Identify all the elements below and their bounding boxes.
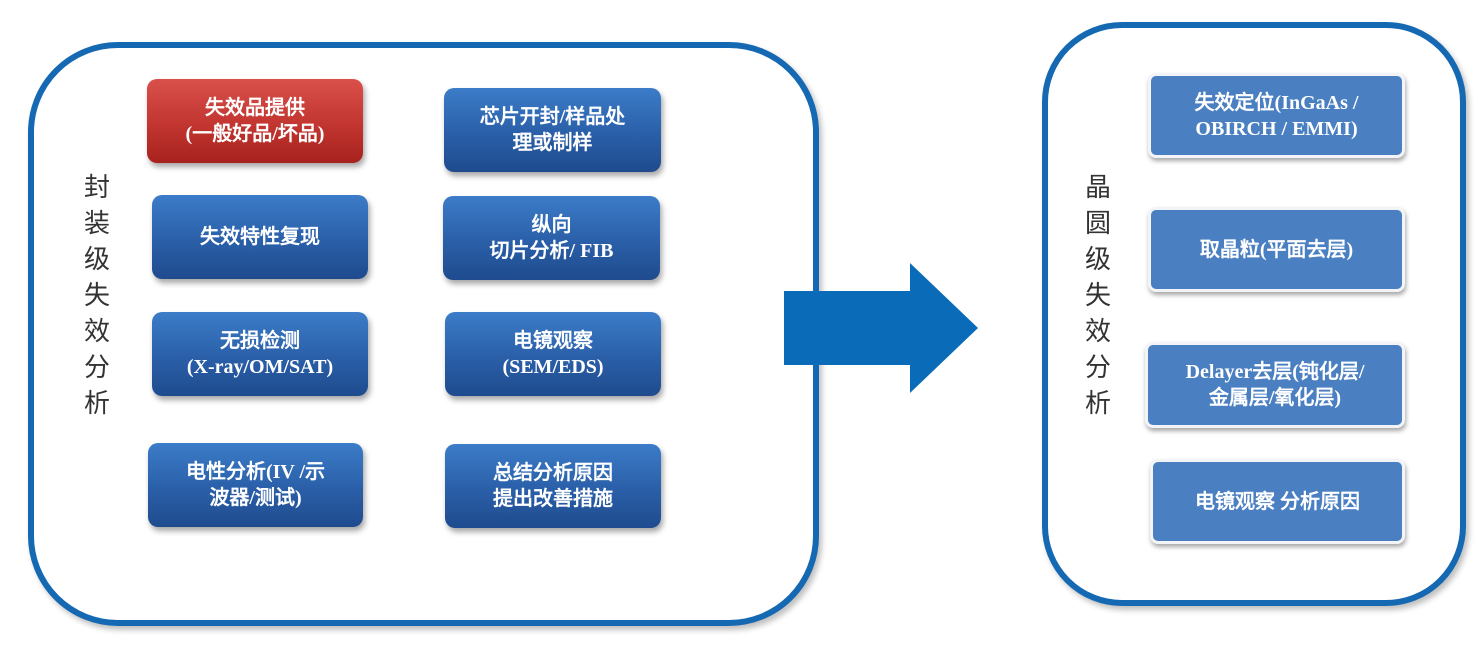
step-label: 电性分析(IV /示 波器/测试) [185,461,326,509]
label-char: 分 [83,353,110,383]
package-level-label: 封 装 级 失 效 分 析 [77,170,117,422]
step-summary-improvement: 总结分析原因 提出改善措施 [445,444,661,528]
label-char: 级 [1084,245,1111,275]
step-sem-root-cause: 电镜观察 分析原因 [1150,459,1405,544]
label-char: 分 [1084,353,1111,383]
label-char: 装 [83,209,110,239]
label-char: 晶 [1084,173,1111,203]
label-char: 效 [1084,317,1111,347]
label-char: 效 [83,317,110,347]
step-label: 总结分析原因 提出改善措施 [493,462,613,510]
step-electrical-analysis: 电性分析(IV /示 波器/测试) [148,443,363,527]
label-char: 失 [83,281,110,311]
wafer-level-label: 晶 圆 级 失 效 分 析 [1078,170,1118,422]
label-char: 圆 [1084,209,1111,239]
label-char: 析 [83,389,110,419]
step-delayer: Delayer去层(钝化层/ 金属层/氧化层) [1145,342,1405,428]
step-decap-sample-prep: 芯片开封/样品处 理或制样 [444,88,661,172]
step-die-extraction: 取晶粒(平面去层) [1148,207,1405,292]
step-label: 取晶粒(平面去层) [1199,238,1354,261]
step-label: 电镜观察 (SEM/EDS) [502,330,604,378]
step-failure-localization: 失效定位(InGaAs / OBIRCH / EMMI) [1148,73,1405,158]
step-sem-eds: 电镜观察 (SEM/EDS) [445,312,661,396]
label-char: 封 [83,173,110,203]
step-non-destructive-test: 无损检测 (X-ray/OM/SAT) [152,312,368,396]
step-label: 失效品提供 (一般好品/坏品) [185,97,325,145]
label-char: 级 [83,245,110,275]
step-failed-sample-provision: 失效品提供 (一般好品/坏品) [147,79,363,163]
step-label: Delayer去层(钝化层/ 金属层/氧化层) [1185,361,1365,409]
step-label: 失效特性复现 [200,226,320,248]
step-label: 纵向 切片分析/ FIB [489,214,614,262]
label-char: 析 [1084,389,1111,419]
step-label: 电镜观察 分析原因 [1195,490,1360,513]
step-label: 芯片开封/样品处 理或制样 [479,106,626,154]
step-label: 失效定位(InGaAs / OBIRCH / EMMI) [1194,91,1359,140]
step-failure-reproduction: 失效特性复现 [152,195,368,279]
step-cross-section-fib: 纵向 切片分析/ FIB [443,196,660,280]
right-arrow-icon [784,263,978,393]
step-label: 无损检测 (X-ray/OM/SAT) [186,330,334,378]
label-char: 失 [1084,281,1111,311]
